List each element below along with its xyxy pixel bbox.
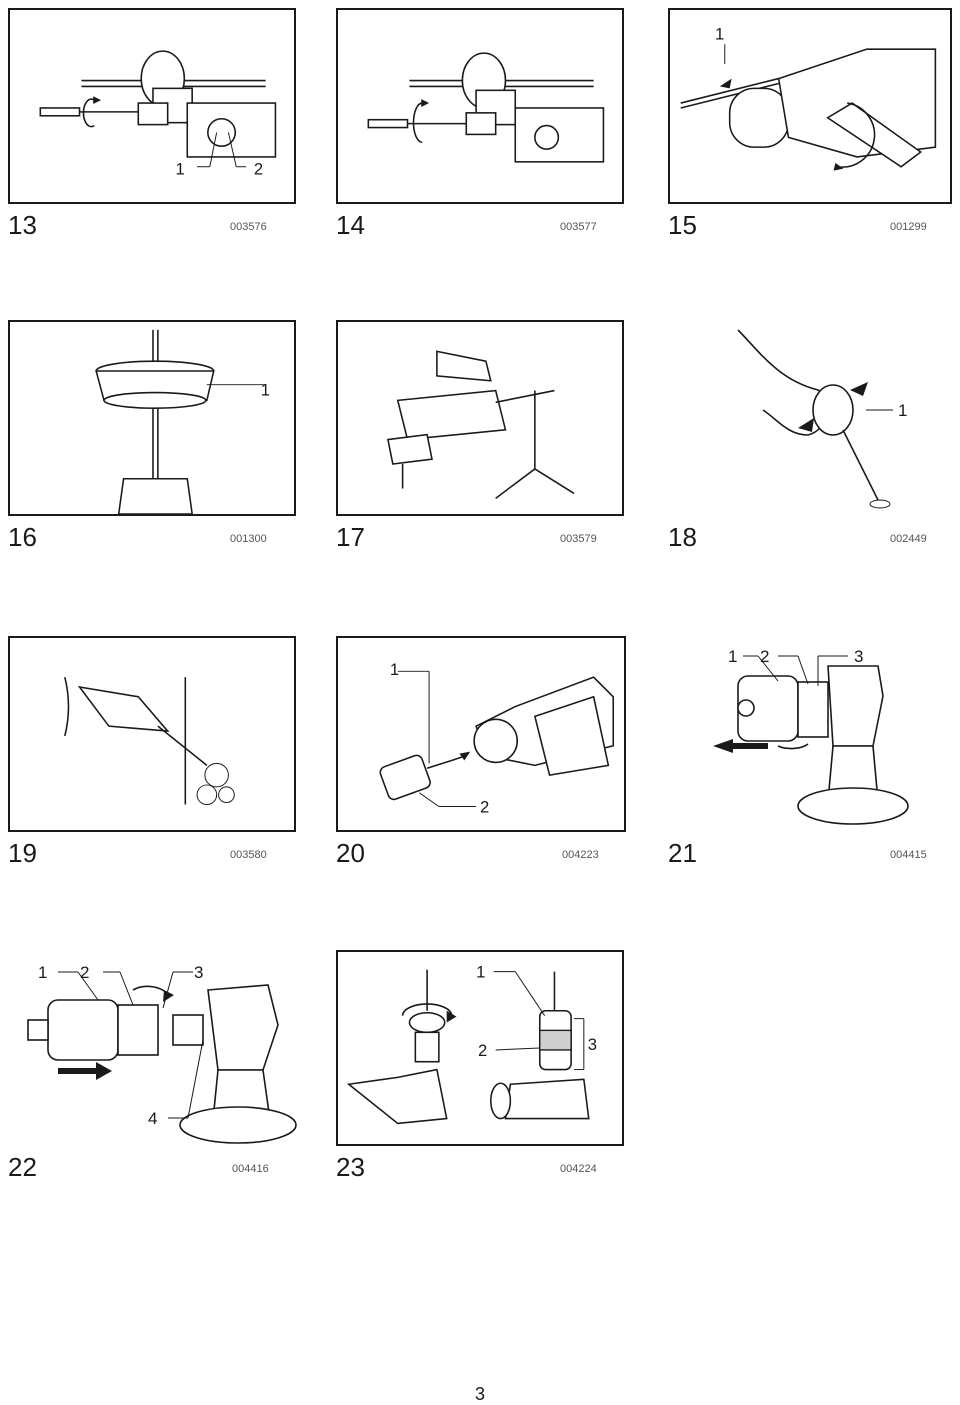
callout-2: 2 (80, 963, 89, 982)
drilling-wall-illustration (386, 350, 575, 499)
callout-1: 1 (476, 962, 485, 981)
figure-number: 19 (8, 838, 37, 868)
chipping-wall-illustration (64, 676, 235, 806)
dust-cup-illustration: 1 (95, 329, 270, 514)
figure-23-illustration: 1 2 3 (336, 950, 624, 1146)
figure-number: 21 (668, 838, 697, 868)
figure-number: 15 (668, 210, 697, 240)
callout-2: 2 (254, 160, 263, 179)
callout-3: 3 (854, 647, 863, 666)
figure-code: 004415 (890, 849, 927, 861)
figure-21-illustration: 1 2 3 (668, 636, 952, 832)
figure-number: 17 (336, 522, 365, 552)
figure-code: 003577 (560, 221, 597, 233)
callout-2: 2 (478, 1041, 487, 1060)
figure-code: 004223 (562, 849, 599, 861)
callout-1: 1 (898, 401, 907, 420)
figure-16-illustration: 1 (8, 320, 296, 516)
figure-22-illustration: 1 2 3 4 (8, 950, 298, 1146)
chuck-removal-illustration: 1 2 3 (713, 647, 909, 825)
figure-code: 004224 (560, 1163, 597, 1175)
chuck-adapter-illustration: 1 2 (379, 660, 615, 816)
figure-17-illustration (336, 320, 624, 516)
figure-15-illustration: 1 (668, 8, 952, 204)
figure-19-illustration (8, 636, 296, 832)
figure-13-illustration: 1 2 (8, 8, 296, 204)
callout-1: 1 (728, 647, 737, 666)
figure-number: 18 (668, 522, 697, 552)
figure-code: 002449 (890, 533, 927, 545)
keyless-chuck-illustration: 1 2 3 (346, 962, 597, 1125)
callout-1: 1 (38, 963, 47, 982)
callout-3: 3 (588, 1035, 597, 1054)
figure-number: 14 (336, 210, 365, 240)
chisel-position-illustration (367, 52, 605, 163)
callout-1: 1 (390, 660, 399, 679)
figure-number: 20 (336, 838, 365, 868)
figure-18-illustration: 1 (668, 320, 952, 516)
figure-number: 13 (8, 210, 37, 240)
figure-20-illustration: 1 2 (336, 636, 626, 832)
callout-2: 2 (760, 647, 769, 666)
blow-out-bulb-illustration: 1 (737, 329, 907, 509)
callout-4: 4 (148, 1109, 157, 1128)
callout-1: 1 (715, 24, 724, 43)
callout-3: 3 (194, 963, 203, 982)
figure-code: 003579 (560, 533, 597, 545)
callout-2: 2 (480, 797, 489, 816)
chuck-install-illustration: 1 2 3 4 (27, 963, 297, 1144)
figure-number: 23 (336, 1152, 365, 1182)
page-number: 3 (474, 1384, 485, 1404)
figure-code: 001300 (230, 533, 267, 545)
figure-14-illustration (336, 8, 624, 204)
figure-code: 004416 (232, 1163, 269, 1175)
side-handle-illustration: 1 (680, 24, 937, 171)
chisel-rotation-illustration: 1 2 (39, 50, 277, 179)
callout-1: 1 (176, 160, 185, 179)
figure-code: 001299 (890, 221, 927, 233)
figure-code: 003576 (230, 221, 267, 233)
figure-code: 003580 (230, 849, 267, 861)
figure-number: 16 (8, 522, 37, 552)
callout-1: 1 (261, 380, 270, 399)
figure-number: 22 (8, 1152, 37, 1182)
